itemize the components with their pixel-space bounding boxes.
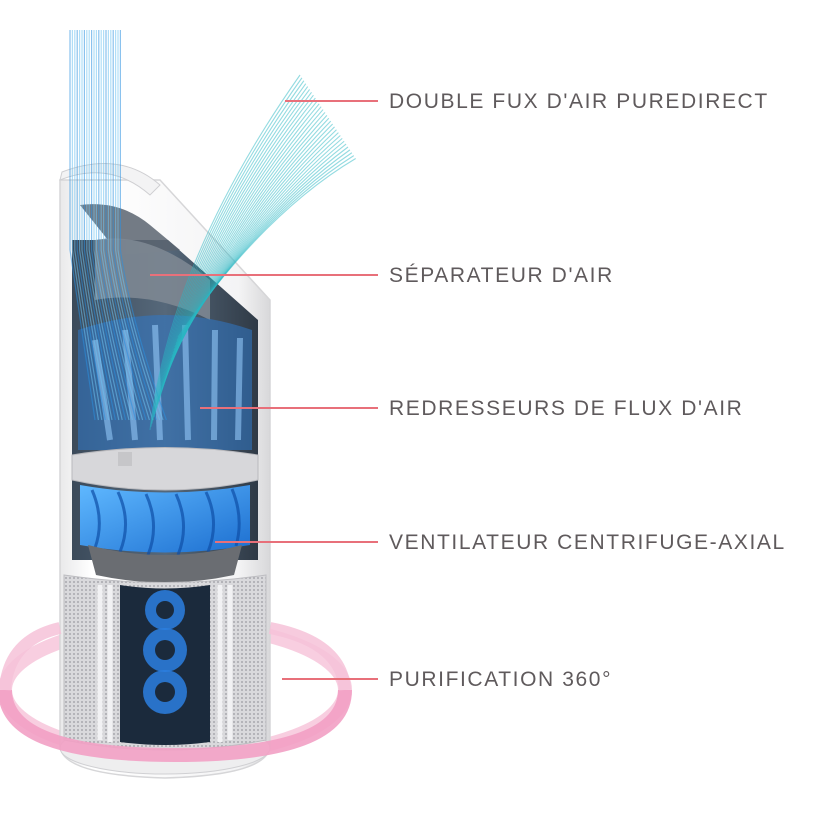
airflow-streak bbox=[69, 30, 96, 421]
airflow-streak bbox=[177, 158, 356, 338]
airflow-streak bbox=[154, 89, 311, 415]
airflow-streak bbox=[115, 30, 161, 421]
airflow-streak bbox=[153, 86, 309, 418]
ring-front bbox=[0, 622, 352, 763]
airflow-streak bbox=[86, 30, 120, 421]
airflow-vertical bbox=[69, 30, 167, 421]
label-purification-360: PURIFICATION 360° bbox=[389, 668, 613, 691]
centrifugal-axial-fan bbox=[80, 485, 250, 583]
airflow-streak bbox=[95, 30, 133, 421]
airflow-streak bbox=[117, 30, 164, 421]
label-centrifugal-fan: VENTILATEUR CENTRIFUGE-AXIAL bbox=[389, 531, 786, 554]
label-flow-straighteners: REDRESSEURS DE FLUX D'AIR bbox=[389, 397, 744, 420]
airflow-streak bbox=[71, 30, 99, 421]
airflow-streak bbox=[151, 80, 305, 424]
airflow-streak bbox=[112, 30, 157, 421]
airflow-streak bbox=[105, 30, 147, 421]
airflow-streak bbox=[155, 91, 312, 411]
airflow-streak bbox=[150, 77, 303, 427]
leader-lines bbox=[150, 100, 378, 680]
airflow-streak bbox=[107, 30, 150, 421]
airflow-streak bbox=[149, 74, 301, 431]
airflow-streak bbox=[93, 30, 130, 421]
airflow-streak bbox=[81, 30, 113, 421]
airflow-streak bbox=[74, 30, 103, 421]
airflow-streak bbox=[98, 30, 137, 421]
airflow-diagonal bbox=[149, 74, 356, 431]
airflow-streak bbox=[83, 30, 116, 421]
core-airflow bbox=[143, 590, 187, 714]
airflow-streak bbox=[88, 30, 123, 421]
airflow-streak bbox=[103, 30, 144, 421]
airflow-streak bbox=[156, 94, 314, 408]
fan-housing bbox=[71, 447, 259, 491]
airflow-streak bbox=[110, 30, 154, 421]
airflow-streak bbox=[79, 30, 110, 421]
airflow-streak bbox=[100, 30, 140, 421]
label-air-separator: SÉPARATEUR D'AIR bbox=[389, 264, 614, 287]
label-double-airflow: DOUBLE FUX D'AIR PUREDIRECT bbox=[389, 90, 769, 113]
airflow-streak bbox=[152, 83, 307, 421]
airflow-streak bbox=[76, 30, 106, 421]
airflow-streak bbox=[91, 30, 127, 421]
